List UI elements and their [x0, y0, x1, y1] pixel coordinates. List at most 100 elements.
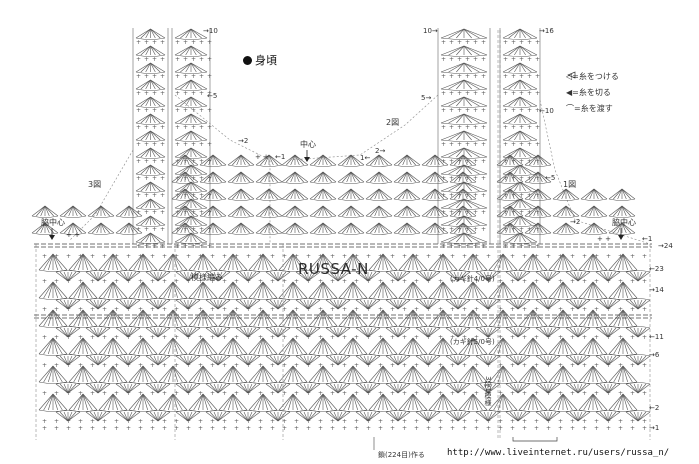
- stitch-plus: +: [102, 278, 107, 285]
- stitch-plus: +: [66, 390, 71, 397]
- stitch-shell: [227, 222, 255, 235]
- stitch-plus: +: [294, 390, 299, 397]
- stitch-shell: [174, 130, 208, 142]
- stitch-plus: +: [270, 418, 275, 425]
- stitch-plus: +: [114, 362, 119, 369]
- center-arrowhead-icon: [304, 157, 310, 162]
- stitch-shell: [337, 205, 365, 218]
- stitch-plus: +: [136, 209, 141, 216]
- stitch-plus: +: [449, 175, 454, 182]
- stitch-shell: [128, 365, 158, 384]
- stitch-plus: +: [78, 306, 83, 313]
- stitch-plus: +: [78, 334, 83, 341]
- stitch-plus: +: [183, 90, 188, 97]
- stitch-shell: [199, 222, 227, 235]
- stitch-plus: +: [199, 90, 204, 97]
- stitch-plus: +: [162, 418, 167, 425]
- stitch-plus: +: [78, 418, 83, 425]
- right-strap-row-16: →16: [539, 27, 554, 35]
- stitch-plus: +: [183, 226, 188, 233]
- stitch-plus: +: [462, 306, 467, 313]
- stitch-plus: +: [457, 56, 462, 63]
- stitch-plus: +: [366, 253, 371, 260]
- stitch-plus: +: [582, 306, 587, 313]
- stitch-plus: +: [402, 253, 407, 260]
- stitch-plus: +: [546, 390, 551, 397]
- stitch-plus: +: [378, 278, 383, 285]
- stitch-plus: +: [570, 306, 575, 313]
- stitch-plus: +: [558, 334, 563, 341]
- stitch-plus: +: [438, 362, 443, 369]
- stitch-plus: +: [210, 418, 215, 425]
- stitch-plus: +: [222, 334, 227, 341]
- stitch-plus: +: [473, 158, 478, 165]
- stitch-plus: +: [183, 243, 188, 250]
- stitch-shell: [135, 28, 166, 40]
- stitch-shell: [505, 354, 531, 366]
- legend-open-triangle: [567, 71, 576, 79]
- stitch-plus: +: [390, 306, 395, 313]
- stitch-plus: +: [66, 425, 71, 432]
- stitch-plus: +: [144, 90, 149, 97]
- stitch-shell: [398, 281, 428, 300]
- side-center-arrowhead-icon: [618, 235, 624, 240]
- stitch-plus: +: [174, 425, 179, 432]
- stitch-plus: +: [270, 390, 275, 397]
- stitch-plus: +: [354, 278, 359, 285]
- stitch-plus: +: [54, 253, 59, 260]
- stitch-shell: [440, 130, 488, 142]
- stitch-plus: +: [42, 306, 47, 313]
- stitch-shell: [175, 298, 201, 310]
- stitch-plus: +: [330, 425, 335, 432]
- stitch-shell: [235, 382, 261, 394]
- stitch-plus: +: [210, 425, 215, 432]
- stitch-plus: +: [136, 175, 141, 182]
- stitch-plus: +: [474, 253, 479, 260]
- stitch-plus: +: [606, 425, 611, 432]
- stitch-shell: [135, 62, 166, 74]
- stitch-shell: [115, 326, 141, 338]
- stitch-plus: +: [162, 278, 167, 285]
- stitch-plus: +: [54, 362, 59, 369]
- stitch-shell: [385, 326, 411, 338]
- stitch-shell: [98, 281, 128, 300]
- stitch-plus: +: [570, 362, 575, 369]
- stitch-plus: +: [510, 306, 515, 313]
- stitch-plus: +: [465, 192, 470, 199]
- stitch-plus: +: [450, 425, 455, 432]
- stitch-plus: +: [294, 425, 299, 432]
- stitch-plus: +: [150, 418, 155, 425]
- stitch-plus: +: [426, 418, 431, 425]
- stitch-shell: [398, 393, 428, 412]
- stitch-plus: +: [390, 418, 395, 425]
- stitch-shell: [338, 281, 368, 300]
- stitch-plus: +: [462, 253, 467, 260]
- stitch-shell: [518, 365, 548, 384]
- stitch-plus: +: [222, 390, 227, 397]
- stitch-shell: [421, 205, 449, 218]
- stitch-plus: +: [102, 418, 107, 425]
- stitch-shell: [235, 298, 261, 310]
- stitch-plus: +: [594, 278, 599, 285]
- stitch-plus: +: [519, 226, 524, 233]
- stitch-plus: +: [152, 209, 157, 216]
- stitch-shell: [496, 205, 524, 218]
- stitch-plus: +: [144, 158, 149, 165]
- stitch-plus: +: [175, 209, 180, 216]
- stitch-plus: +: [66, 418, 71, 425]
- stitch-plus: +: [503, 107, 508, 114]
- stitch-plus: +: [534, 253, 539, 260]
- stitch-plus: +: [126, 334, 131, 341]
- stitch-plus: +: [462, 418, 467, 425]
- stitch-plus: +: [78, 253, 83, 260]
- stitch-plus: +: [441, 73, 446, 80]
- stitch-plus: +: [207, 90, 212, 97]
- stitch-plus: +: [282, 390, 287, 397]
- stitch-shell: [337, 188, 365, 201]
- stitch-plus: +: [306, 306, 311, 313]
- stitch-plus: +: [465, 175, 470, 182]
- stitch-plus: +: [449, 107, 454, 114]
- armhole-shaping: [539, 99, 651, 245]
- stitch-plus: +: [558, 306, 563, 313]
